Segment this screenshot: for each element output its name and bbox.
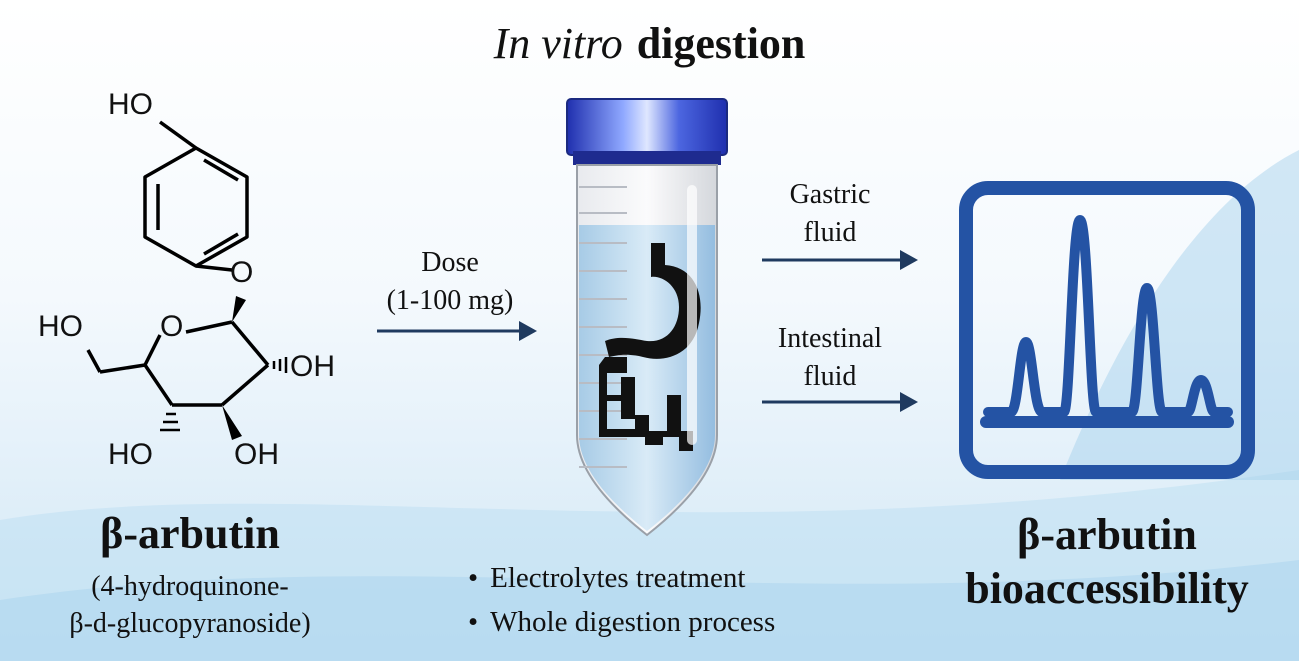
wedge-bond [232,296,246,322]
molecule-iupac: (4-hydroquinone- β-d-glucopyranoside) [0,568,380,642]
stomach-intestine-icon [599,243,701,451]
result-line-2: bioaccessibility [965,564,1249,613]
diagram-title: In vitro digestion [0,18,1299,69]
molecule-name: β-arbutin [100,509,280,558]
atom-oh-bottom: OH [234,438,279,471]
process-step: Electrolytes treatment [468,556,775,600]
atom-ho-top: HO [108,88,153,121]
atom-ho-bottom: HO [108,438,153,471]
atom-o-ring: O [160,310,184,343]
result-title: β-arbutin bioaccessibility [915,508,1299,616]
result-line-1: β-arbutin [1017,510,1197,559]
tube-cap-rim [573,151,721,165]
chromatogram-icon [959,181,1255,479]
dose-arrow [377,321,537,341]
atom-oh-right: OH [290,350,335,383]
gastric-line-2: fluid [803,217,857,248]
intestinal-arrow [762,392,918,412]
process-step: Whole digestion process [468,600,775,644]
benzene-ring [143,146,249,268]
intestinal-line-1: Intestinal [777,323,883,354]
atom-ho-ch2: HO [38,310,83,343]
gastric-line-1: Gastric [789,179,871,210]
iupac-line-2: β-d-glucopyranoside) [69,608,311,639]
atom-o-link: O [230,256,254,289]
intestinal-line-2: fluid [803,361,857,392]
dose-amount: (1-100 mg) [386,285,514,316]
wedge-bond [222,405,242,440]
dose-label: Dose [421,247,479,278]
intestinal-label-group: Intestinal fluid [750,320,910,396]
title-italic: In vitro [493,19,623,68]
gastric-label-group: Gastric fluid [750,176,910,252]
digestion-tube [566,98,728,537]
dose-label-group: Dose (1-100 mg) [370,244,530,320]
iupac-line-1: (4-hydroquinone- [91,571,289,602]
title-bold: digestion [636,19,806,68]
tube-cap [566,98,728,156]
process-steps: Electrolytes treatment Whole digestion p… [468,556,775,644]
gastric-arrow [762,250,918,270]
arbutin-structure [86,120,288,440]
